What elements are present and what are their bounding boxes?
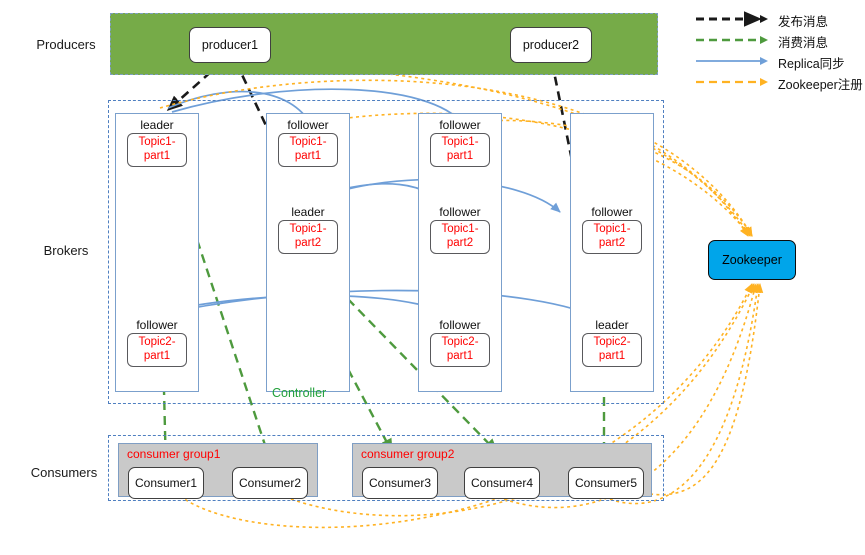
- legend-item-consume: 消费消息: [694, 31, 864, 52]
- legend-item-replica: Replica同步: [694, 52, 864, 73]
- partition-box[interactable]: Topic2-part1: [430, 333, 490, 367]
- consumer-3-box[interactable]: Consumer3: [362, 467, 438, 499]
- legend-label-zookeeper: Zookeeper注册: [778, 78, 863, 92]
- partition-slot-b1-topic1-part1[interactable]: leader Topic1-part1: [115, 118, 199, 167]
- brokers-container: [108, 100, 664, 404]
- controller-label: Controller: [272, 386, 327, 400]
- legend-label-replica: Replica同步: [778, 57, 845, 71]
- legend-line-publish: [696, 11, 768, 27]
- legend-line-consume: [696, 36, 768, 44]
- partition-box[interactable]: Topic1-part1: [278, 133, 338, 167]
- partition-box[interactable]: Topic1-part2: [582, 220, 642, 254]
- partition-slot-b4-topic2-part1[interactable]: leader Topic2-part1: [570, 318, 654, 367]
- consumer-4-box[interactable]: Consumer4: [464, 467, 540, 499]
- producer-1-box[interactable]: producer1: [189, 27, 271, 63]
- partition-role: follower: [439, 318, 481, 332]
- legend-line-zookeeper: [696, 78, 768, 86]
- partition-box[interactable]: Topic1-part1: [127, 133, 187, 167]
- partition-role: leader: [140, 118, 174, 132]
- partition-role: follower: [136, 318, 178, 332]
- partition-box[interactable]: Topic1-part2: [278, 220, 338, 254]
- partition-slot-b3-topic2-part1[interactable]: follower Topic2-part1: [418, 318, 502, 367]
- partition-box[interactable]: Topic1-part2: [430, 220, 490, 254]
- legend-label-publish: 发布消息: [778, 15, 829, 29]
- consumer-2-box[interactable]: Consumer2: [232, 467, 308, 499]
- partition-role: leader: [595, 318, 629, 332]
- row-label-consumers: Consumers: [30, 465, 98, 480]
- partition-slot-b2-topic1-part2[interactable]: leader Topic1-part2: [266, 205, 350, 254]
- consumer-group-1-title: consumer group1: [127, 447, 221, 461]
- legend-label-consume: 消费消息: [778, 36, 829, 50]
- partition-slot-b3-topic1-part1[interactable]: follower Topic1-part1: [418, 118, 502, 167]
- partition-box[interactable]: Topic1-part1: [430, 133, 490, 167]
- partition-role: follower: [439, 118, 481, 132]
- partition-role: follower: [591, 205, 633, 219]
- consumer-1-box[interactable]: Consumer1: [128, 467, 204, 499]
- producer-2-box[interactable]: producer2: [510, 27, 592, 63]
- zookeeper-box[interactable]: Zookeeper: [708, 240, 796, 280]
- row-label-brokers: Brokers: [43, 243, 89, 258]
- consumer-5-box[interactable]: Consumer5: [568, 467, 644, 499]
- legend-item-publish: 发布消息: [694, 10, 864, 31]
- partition-slot-b2-topic1-part1[interactable]: follower Topic1-part1: [266, 118, 350, 167]
- partition-slot-b1-topic2-part1[interactable]: follower Topic2-part1: [115, 318, 199, 367]
- partition-role: follower: [439, 205, 481, 219]
- row-label-producers: Producers: [36, 37, 96, 52]
- partition-box[interactable]: Topic2-part1: [582, 333, 642, 367]
- partition-box[interactable]: Topic2-part1: [127, 333, 187, 367]
- legend-item-zookeeper: Zookeeper注册: [694, 73, 864, 94]
- legend: 发布消息 消费消息 Replica同步 Zookeeper注册: [694, 10, 864, 94]
- partition-slot-b3-topic1-part2[interactable]: follower Topic1-part2: [418, 205, 502, 254]
- consumers-container: [108, 435, 664, 501]
- legend-line-replica: [696, 57, 768, 65]
- partition-role: leader: [291, 205, 325, 219]
- partition-slot-b4-topic1-part2[interactable]: follower Topic1-part2: [570, 205, 654, 254]
- consumer-group-2-title: consumer group2: [361, 447, 455, 461]
- partition-role: follower: [287, 118, 329, 132]
